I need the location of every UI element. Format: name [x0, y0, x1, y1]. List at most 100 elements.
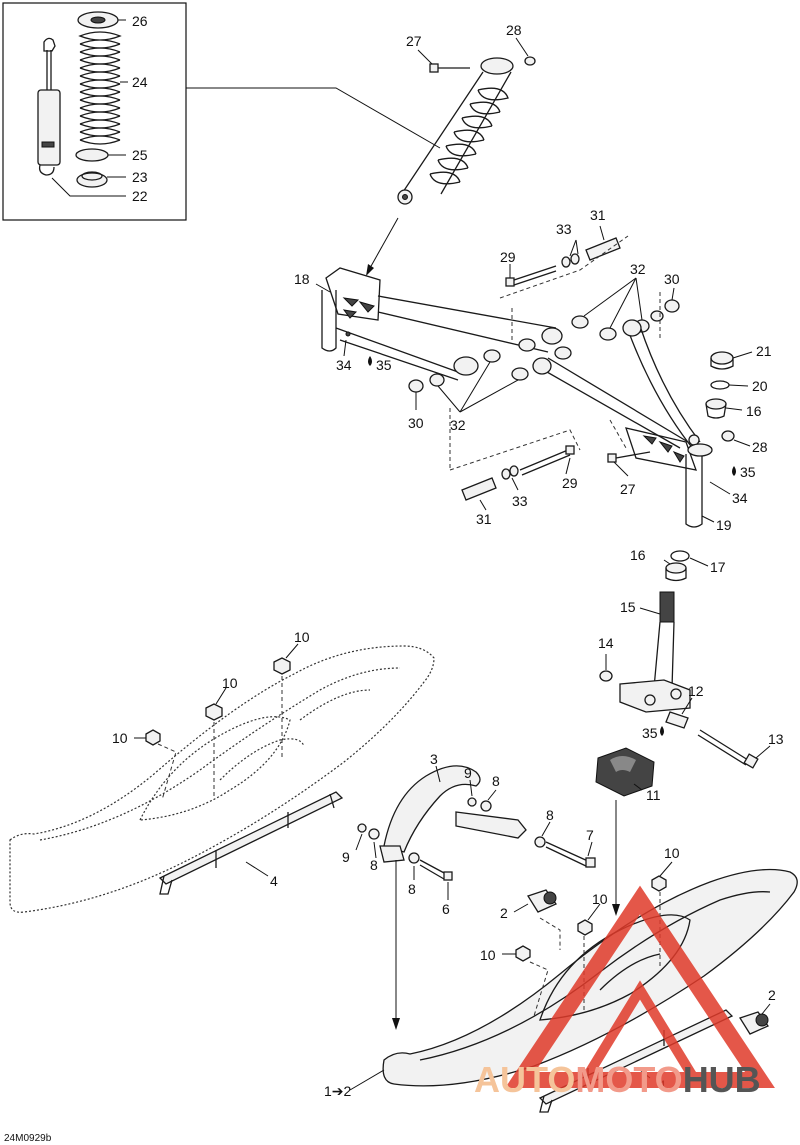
washer-8-b — [534, 836, 546, 848]
bushing-12 — [665, 711, 689, 729]
bushing-32-c — [554, 346, 572, 360]
drawing-code: 24M0929b — [4, 1133, 52, 1144]
callout-10-right-b: 10 — [592, 891, 608, 907]
callout-20: 20 — [752, 378, 768, 394]
nut-10-right-c — [515, 945, 531, 962]
callout-19: 19 — [716, 517, 732, 533]
bushing-32-a — [483, 349, 501, 363]
cap-21 — [710, 351, 734, 370]
bolt-6 — [419, 859, 453, 881]
callout-24: 24 — [132, 74, 148, 90]
washer-33-lower-b — [509, 465, 519, 477]
nut-10-left-b — [205, 703, 223, 721]
callout-10-right-c: 10 — [480, 947, 496, 963]
callout-15: 15 — [620, 599, 636, 615]
callout-8-top: 8 — [492, 773, 500, 789]
callout-2-top: 2 — [500, 905, 508, 921]
callout-33-top: 33 — [556, 221, 572, 237]
callout-35-right: 35 — [740, 464, 756, 480]
callout-14: 14 — [598, 635, 614, 651]
ring-20 — [710, 380, 730, 390]
callout-28-top: 28 — [506, 22, 522, 38]
washer-8-d — [408, 852, 420, 864]
callout-25: 25 — [132, 147, 148, 163]
nut-9-a — [467, 797, 477, 807]
callout-23: 23 — [132, 169, 148, 185]
callout-29-lower: 29 — [562, 475, 578, 491]
sleeve-31-lower — [461, 477, 497, 501]
ski-left-dotted — [9, 645, 435, 913]
callout-22: 22 — [132, 188, 148, 204]
grease-drop-icon-right — [732, 466, 736, 476]
spindle-15 — [619, 591, 691, 713]
bushing-2-right — [739, 1011, 769, 1035]
bushing-32-g — [599, 327, 617, 341]
washer-8-c — [368, 828, 380, 840]
ski-runner-left — [158, 791, 344, 895]
bolt-27-right — [607, 451, 651, 463]
nut-10-left-a — [273, 657, 291, 675]
a-arm-upper — [321, 267, 563, 381]
shock-inset: 26 24 25 23 22 — [2, 2, 187, 221]
ring-17 — [670, 550, 690, 562]
callout-32-top: 32 — [630, 261, 646, 277]
washer-30-b — [650, 310, 664, 322]
callout-10-left-b: 10 — [222, 675, 238, 691]
callout-8-bottom: 8 — [408, 881, 416, 897]
callout-31-lower: 31 — [476, 511, 492, 527]
bolt-29-top — [505, 265, 557, 287]
stopper-11 — [595, 747, 655, 797]
callout-17: 17 — [710, 559, 726, 575]
coil-spring-inset — [78, 31, 122, 145]
callout-30-top: 30 — [664, 271, 680, 287]
bolt-27-top — [429, 63, 470, 73]
sleeve-31-top — [585, 237, 621, 261]
callout-35-lower: 35 — [642, 725, 658, 741]
nut-10-right-a — [651, 875, 667, 892]
callout-35-left: 35 — [376, 357, 392, 373]
spring-cap-inset — [77, 11, 119, 29]
a-arm-lower — [532, 319, 701, 471]
callout-32-left: 32 — [450, 417, 466, 433]
callout-8-left: 8 — [370, 857, 378, 873]
spindle-tube-19 — [685, 443, 713, 528]
callout-8-right: 8 — [546, 807, 554, 823]
bushing-32-f — [429, 373, 445, 387]
bolt-13 — [697, 729, 759, 769]
callout-12: 12 — [688, 683, 704, 699]
callout-4-left: 4 — [270, 873, 278, 889]
nut-30-b — [664, 299, 680, 313]
bolt-29-lower — [519, 445, 575, 476]
grease-drop-icon-lower — [660, 726, 664, 736]
callout-9-top: 9 — [464, 765, 472, 781]
callout-33-lower: 33 — [512, 493, 528, 509]
nut-9-b — [357, 823, 367, 833]
bushing-32-e — [511, 367, 529, 381]
callout-13: 13 — [768, 731, 784, 747]
nut-10-left-c — [145, 729, 161, 746]
callout-18: 18 — [294, 271, 310, 287]
callout-29-top: 29 — [500, 249, 516, 265]
grease-drop-icon-left — [368, 356, 372, 366]
washer-33-top-a — [561, 256, 571, 268]
washer-33-top-b — [570, 253, 580, 265]
shock-absorber-assembly — [397, 57, 514, 205]
callout-10-left-c: 10 — [112, 730, 128, 746]
callout-21: 21 — [756, 343, 772, 359]
callout-16-lower: 16 — [630, 547, 646, 563]
callout-11: 11 — [646, 787, 661, 803]
washer-8-a — [480, 800, 492, 812]
callout-26: 26 — [132, 13, 148, 29]
nut-30-a — [408, 379, 424, 393]
washer-33-lower-a — [501, 468, 511, 480]
adjuster-ring-inset — [76, 171, 108, 188]
bolt-7 — [545, 841, 596, 868]
callout-16-top: 16 — [746, 403, 762, 419]
ski-handle-3 — [379, 765, 527, 863]
callout-6: 6 — [442, 901, 450, 917]
bushing-16-top — [705, 398, 727, 419]
bushing-32-d — [571, 315, 589, 329]
shock-absorber-inset — [37, 37, 61, 176]
bushing-32-b — [518, 338, 536, 352]
